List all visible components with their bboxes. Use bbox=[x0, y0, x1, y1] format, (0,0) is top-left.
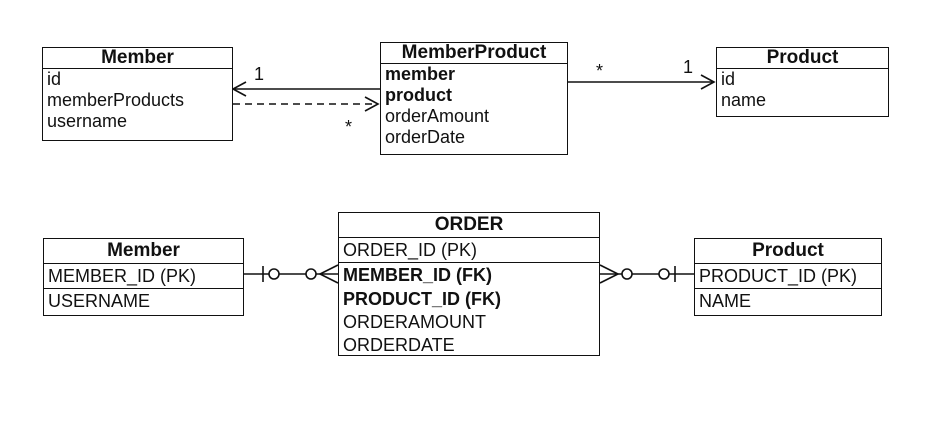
multiplicity-many-member: * bbox=[345, 117, 353, 137]
uml-member-field: memberProducts bbox=[47, 90, 185, 110]
uml-product-arrowhead bbox=[700, 74, 716, 90]
multiplicity-one-product: 1 bbox=[683, 57, 694, 77]
erd-member-zero-circle bbox=[268, 268, 280, 280]
erd-order-zero-circle-left bbox=[305, 268, 317, 280]
uml-member-class: Member id memberProducts username bbox=[42, 47, 233, 141]
erd-order-fk: PRODUCT_ID (FK) bbox=[343, 289, 501, 309]
uml-memberproduct-field: orderDate bbox=[385, 127, 466, 147]
erd-order-title: ORDER bbox=[339, 213, 599, 238]
erd-order-fk: MEMBER_ID (FK) bbox=[343, 265, 492, 285]
erd-product-zero-circle bbox=[658, 268, 670, 280]
erd-order-field: ORDERAMOUNT bbox=[343, 312, 486, 332]
erd-member-table: Member MEMBER_ID (PK) USERNAME bbox=[43, 238, 244, 316]
erd-order-crowfoot-left bbox=[318, 264, 339, 284]
erd-order-table: ORDER ORDER_ID (PK) MEMBER_ID (FK) PRODU… bbox=[338, 212, 600, 356]
uml-member-arrowhead bbox=[231, 81, 247, 97]
erd-order-crowfoot-right bbox=[599, 264, 620, 284]
uml-product-field: name bbox=[721, 90, 767, 110]
uml-memberproduct-title: MemberProduct bbox=[381, 43, 567, 64]
erd-product-attributes: NAME bbox=[695, 288, 881, 313]
multiplicity-many-product: * bbox=[596, 61, 604, 81]
erd-product-pk: PRODUCT_ID (PK) bbox=[699, 266, 858, 286]
erd-order-zero-circle-right bbox=[621, 268, 633, 280]
erd-order-pk: ORDER_ID (PK) bbox=[343, 240, 478, 260]
uml-memberproduct-field: orderAmount bbox=[385, 106, 490, 126]
erd-product-table: Product PRODUCT_ID (PK) NAME bbox=[694, 238, 882, 316]
uml-dependency-arrowhead bbox=[364, 96, 380, 112]
erd-product-title: Product bbox=[695, 239, 881, 264]
erd-member-title: Member bbox=[44, 239, 243, 264]
uml-memberproduct-key-field: product bbox=[385, 85, 452, 105]
uml-member-field: username bbox=[47, 111, 128, 131]
multiplicity-one-member: 1 bbox=[254, 64, 265, 84]
erd-member-pk: MEMBER_ID (PK) bbox=[48, 266, 197, 286]
uml-memberproduct-key-field: member bbox=[385, 64, 456, 84]
erd-order-field: ORDERDATE bbox=[343, 335, 455, 355]
erd-member-attributes: USERNAME bbox=[44, 288, 243, 313]
erd-member-field: USERNAME bbox=[48, 291, 151, 311]
erd-product-field: NAME bbox=[699, 291, 752, 311]
uml-product-class: Product id name bbox=[716, 47, 889, 117]
uml-member-title: Member bbox=[43, 48, 232, 69]
uml-product-field: id bbox=[721, 69, 736, 89]
uml-product-title: Product bbox=[717, 48, 888, 69]
erd-order-attributes: MEMBER_ID (FK) PRODUCT_ID (FK) ORDERAMOU… bbox=[339, 262, 599, 357]
uml-memberproduct-class: MemberProduct member product orderAmount… bbox=[380, 42, 568, 155]
uml-member-field: id bbox=[47, 69, 62, 89]
